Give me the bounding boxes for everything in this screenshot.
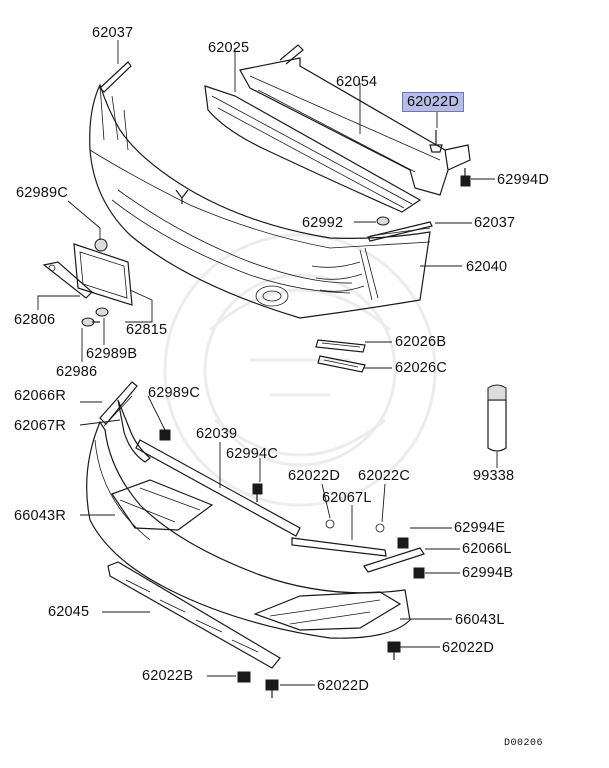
- part-62067L-molding: [291, 519, 387, 557]
- label-62026B: 62026B: [395, 334, 447, 350]
- watermark-emblem: [163, 233, 437, 507]
- diagram-code: D00206: [504, 738, 544, 749]
- label-62026C: 62026C: [395, 360, 447, 376]
- label-62037-mid: 62037: [474, 215, 516, 231]
- part-62994E-bolt: [397, 537, 409, 549]
- part-62989C-clip-mid: [159, 429, 171, 441]
- part-99338-touch-up-paint: [487, 384, 507, 452]
- label-62989C-mid: 62989C: [148, 385, 200, 401]
- part-62806-bracket: [42, 261, 93, 299]
- label-62022D-mid: 62022D: [288, 468, 340, 484]
- label-99338: 99338: [473, 468, 515, 484]
- label-62066R: 62066R: [14, 388, 66, 404]
- part-62026C-cover: [317, 355, 366, 373]
- part-62040-upper-bumper: [89, 83, 431, 319]
- label-62067R: 62067R: [14, 418, 66, 434]
- label-62022C: 62022C: [358, 468, 410, 484]
- label-66043L: 66043L: [455, 612, 505, 628]
- label-62994E: 62994E: [454, 520, 506, 536]
- part-62994C-bolt: [252, 483, 263, 502]
- part-lower-bumper: [86, 395, 411, 639]
- label-62989C-top: 62989C: [16, 185, 68, 201]
- label-62994B: 62994B: [462, 565, 514, 581]
- part-62037-middle-strip: [367, 221, 433, 242]
- part-62025-grille: [204, 85, 422, 213]
- part-62989B-clip: [95, 307, 109, 317]
- part-62026B-cover: [315, 339, 366, 353]
- label-62022D-highlighted[interactable]: 62022D: [402, 92, 464, 112]
- label-62045: 62045: [48, 604, 90, 620]
- part-62994D-bolt: [460, 168, 471, 187]
- part-62066L-bracket: [363, 547, 425, 573]
- label-62022D-right: 62022D: [442, 640, 494, 656]
- label-62986: 62986: [56, 364, 98, 380]
- label-62815: 62815: [126, 322, 168, 338]
- part-62022D-clip-right: [387, 641, 401, 660]
- label-62994C: 62994C: [226, 446, 278, 462]
- label-62022D-bottom: 62022D: [317, 678, 369, 694]
- part-62986-screw: [81, 317, 100, 327]
- part-62067R-molding: [117, 399, 151, 463]
- label-62040: 62040: [466, 259, 508, 275]
- label-62025: 62025: [208, 40, 250, 56]
- label-62066L: 62066L: [462, 541, 512, 557]
- part-62989C-clip-top: [94, 238, 108, 252]
- part-62045-lower-grille: [107, 561, 281, 669]
- part-66043L-shield: [253, 591, 402, 631]
- part-62815-plate-bracket: [73, 243, 133, 306]
- part-62022B-clip: [237, 671, 251, 683]
- part-66043R-shield: [111, 479, 214, 531]
- label-62806: 62806: [14, 312, 56, 328]
- part-62992-grommet: [376, 216, 390, 226]
- part-62022D-clip-bottom: [265, 679, 279, 698]
- label-62039: 62039: [196, 426, 238, 442]
- label-66043R: 66043R: [14, 508, 66, 524]
- label-62994D-top: 62994D: [497, 172, 549, 188]
- part-62037-top-strip: [99, 61, 132, 93]
- part-62039-trim: [135, 439, 301, 537]
- label-62037-top: 62037: [92, 25, 134, 41]
- part-62994B-bolt: [413, 567, 425, 579]
- leader-lines: [37, 40, 498, 686]
- label-62054: 62054: [336, 74, 378, 90]
- part-62022D-clip: [429, 130, 443, 153]
- label-62067L: 62067L: [322, 490, 372, 506]
- label-62992: 62992: [302, 215, 344, 231]
- label-62022B: 62022B: [142, 668, 194, 684]
- part-62054-reinforcement: [239, 44, 471, 196]
- label-62989B: 62989B: [86, 346, 138, 362]
